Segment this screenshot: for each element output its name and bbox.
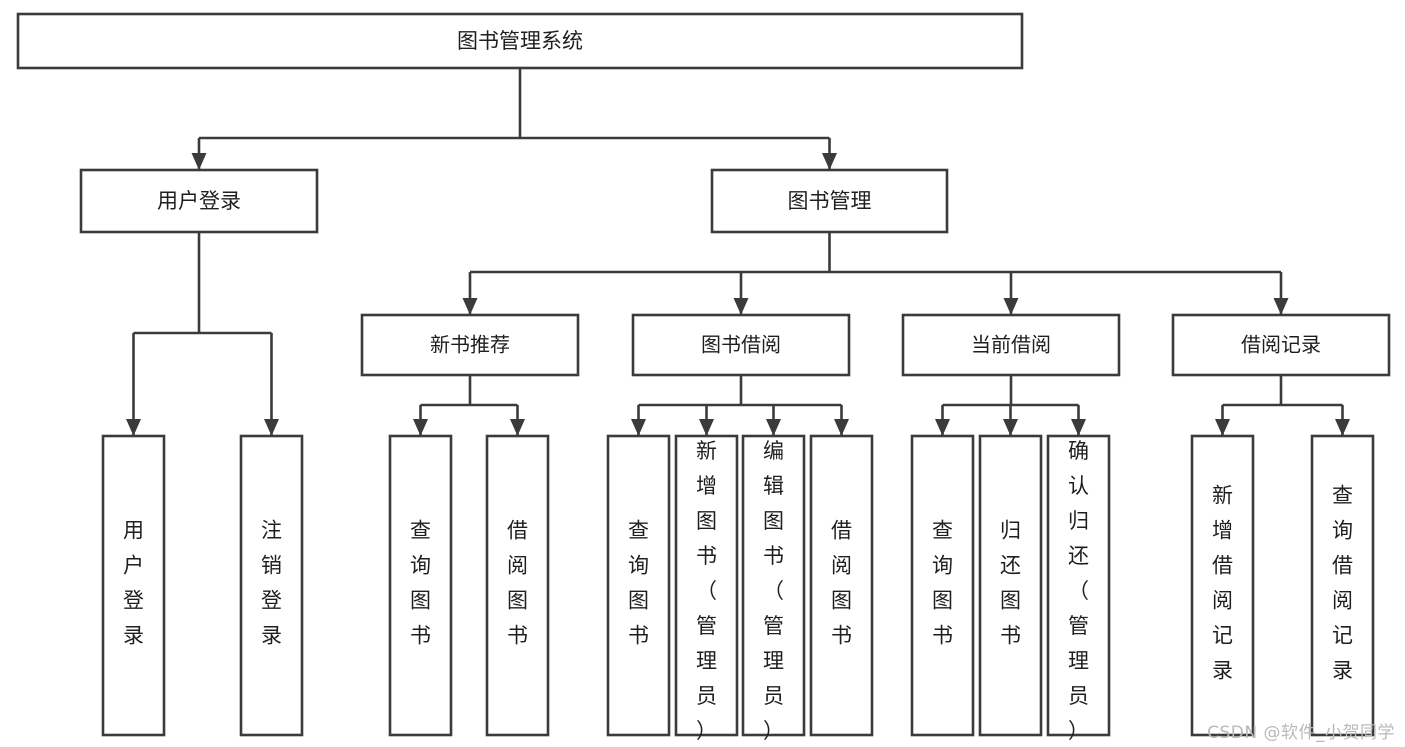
node-label-root: 图书管理系统 [457,29,583,53]
node-label-add-borrow-record: 新增借阅记录 [1212,484,1233,683]
watermark-text: CSDN @软件_小贺同学 [1207,723,1395,743]
node-label-borrow-book-1: 借阅图书 [507,519,528,648]
node-edit-book-admin[interactable]: 编辑图书（管理员） [741,434,806,743]
node-borrow-record[interactable]: 借阅记录 [1171,313,1391,377]
node-new-book-recommend[interactable]: 新书推荐 [360,313,580,377]
arrow-head-icon [191,153,207,170]
node-box-query-book-1 [388,434,453,737]
node-box-add-borrow-record [1190,434,1255,737]
arrow-head-icon [1003,419,1018,436]
node-borrow-book-1[interactable]: 借阅图书 [485,434,550,737]
node-box-confirm-return-admin [1046,434,1111,737]
arrow-head-icon [699,419,714,436]
node-label-query-book-1: 查询图书 [410,519,431,648]
node-box-root [16,12,1024,70]
arrow-head-icon [1215,419,1230,436]
arrow-head-icon [733,298,749,315]
arrow-head-icon [264,419,279,436]
arrow-head-icon [1335,419,1350,436]
arrow-head-icon [413,419,428,436]
node-label-query-book-2: 查询图书 [628,519,649,648]
node-box-user-login [79,168,319,234]
node-add-book-admin[interactable]: 新增图书（管理员） [674,434,739,743]
node-book-borrow[interactable]: 图书借阅 [631,313,851,377]
node-label-user-logout: 注销登录 [261,519,282,648]
node-label-user-login-do: 用户登录 [123,519,144,648]
node-label-query-book-3: 查询图书 [932,519,953,648]
node-box-new-book-recommend [360,313,580,377]
node-box-edit-book-admin [741,434,806,737]
node-add-borrow-record[interactable]: 新增借阅记录 [1190,434,1255,737]
node-user-logout[interactable]: 注销登录 [239,434,304,737]
node-label-user-login: 用户登录 [157,189,241,213]
node-label-borrow-record: 借阅记录 [1241,333,1321,357]
node-confirm-return-admin[interactable]: 确认归还（管理员） [1046,434,1111,743]
node-query-book-1[interactable]: 查询图书 [388,434,453,737]
node-box-user-login-do [101,434,166,737]
node-box-query-book-3 [910,434,975,737]
node-label-confirm-return-admin: 确认归还（管理员） [1068,439,1089,743]
arrow-head-icon [822,153,837,170]
node-label-edit-book-admin: 编辑图书（管理员） [763,439,784,743]
node-book-manage[interactable]: 图书管理 [710,168,949,234]
arrow-head-icon [935,419,950,436]
node-label-book-manage: 图书管理 [788,189,872,213]
node-label-book-borrow: 图书借阅 [701,333,781,357]
node-borrow-book-2[interactable]: 借阅图书 [809,434,874,737]
node-box-borrow-book-2 [809,434,874,737]
node-query-book-3[interactable]: 查询图书 [910,434,975,737]
arrow-head-icon [766,419,781,436]
arrow-head-icon [631,419,646,436]
node-label-borrow-book-2: 借阅图书 [831,519,852,648]
node-current-borrow[interactable]: 当前借阅 [901,313,1121,377]
arrow-head-icon [510,419,525,436]
nodes-layer: 图书管理系统用户登录用户登录注销登录图书管理新书推荐查询图书借阅图书图书借阅查询… [16,12,1391,743]
node-label-new-book-recommend: 新书推荐 [430,333,510,357]
arrow-head-icon [1003,298,1019,315]
arrow-head-icon [1273,298,1289,315]
node-query-borrow-record[interactable]: 查询借阅记录 [1310,434,1375,737]
node-box-query-book-2 [606,434,671,737]
node-user-login[interactable]: 用户登录 [79,168,319,234]
node-box-current-borrow [901,313,1121,377]
node-label-return-book: 归还图书 [1000,519,1021,648]
arrow-head-icon [834,419,849,436]
arrow-head-icon [1071,419,1086,436]
node-box-book-borrow [631,313,851,377]
arrow-head-icon [126,419,141,436]
node-root[interactable]: 图书管理系统 [16,12,1024,70]
node-query-book-2[interactable]: 查询图书 [606,434,671,737]
node-user-login-do[interactable]: 用户登录 [101,434,166,737]
node-box-borrow-book-1 [485,434,550,737]
arrow-head-icon [462,298,478,315]
node-box-query-borrow-record [1310,434,1375,737]
node-box-user-logout [239,434,304,737]
node-box-book-manage [710,168,949,234]
node-label-query-borrow-record: 查询借阅记录 [1332,484,1353,683]
node-box-return-book [978,434,1043,737]
node-label-current-borrow: 当前借阅 [971,333,1051,357]
node-box-add-book-admin [674,434,739,737]
node-return-book[interactable]: 归还图书 [978,434,1043,737]
connectors-layer [126,68,1350,436]
node-box-borrow-record [1171,313,1391,377]
node-label-add-book-admin: 新增图书（管理员） [696,439,717,743]
